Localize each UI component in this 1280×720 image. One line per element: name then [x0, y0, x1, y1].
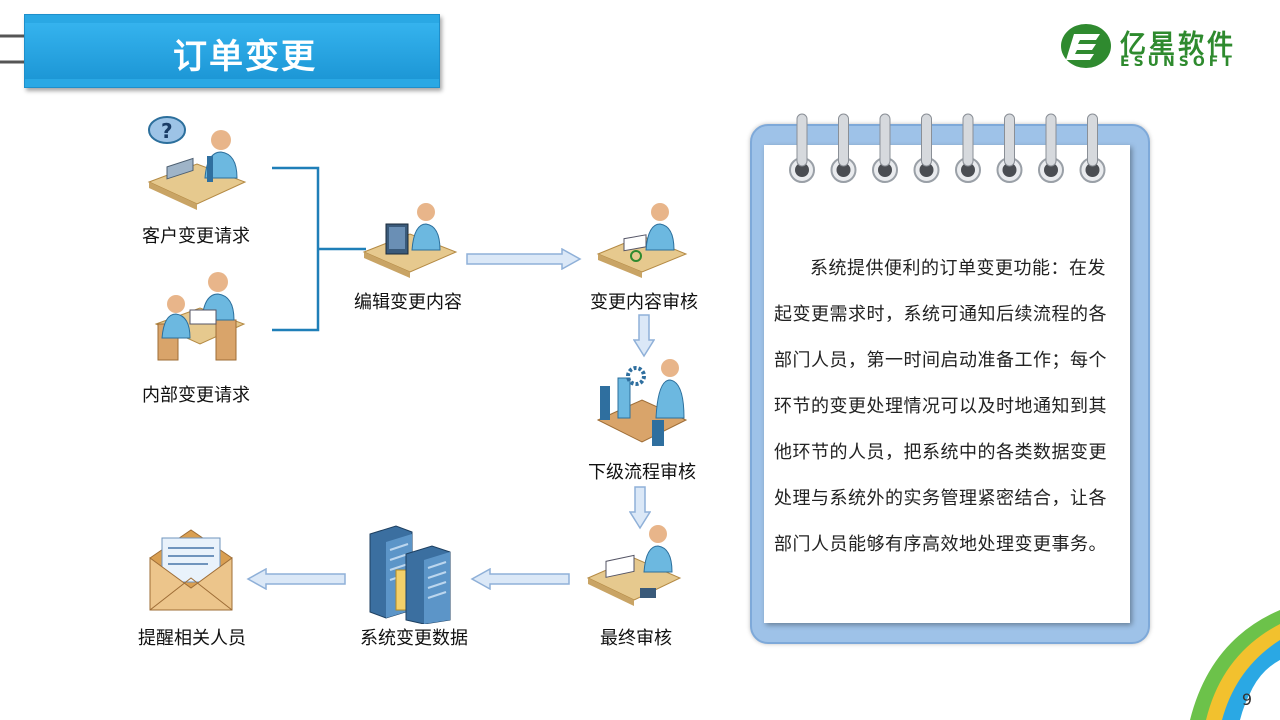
computer-workstation-icon: [362, 203, 458, 278]
spiral-ring: [796, 113, 808, 167]
spiral-ring: [838, 113, 849, 167]
notebook-page: [764, 145, 1130, 623]
merge-connector: [272, 166, 366, 332]
process-workflow-icon: [596, 359, 688, 446]
svg-text:?: ?: [161, 119, 173, 143]
company-logo: 亿星软件 ESUNSOFT: [1060, 22, 1260, 74]
customer-phone-desk-icon: ?: [147, 116, 247, 210]
arrow-down-2: [629, 486, 651, 530]
arrow-left-2: [246, 568, 346, 590]
spiral-ring: [1004, 113, 1015, 167]
esunsoft-logo-icon: [1061, 24, 1111, 68]
flow-label-edit-content: 编辑变更内容: [354, 292, 462, 313]
spiral-binding-icon: [789, 113, 1106, 183]
server-database-icon: [369, 525, 451, 624]
flow-label-system-data: 系统变更数据: [360, 628, 468, 649]
page-title: 订单变更: [173, 37, 317, 77]
flow-label-internal-request: 内部变更请求: [142, 385, 250, 406]
arrow-down-1: [633, 314, 655, 358]
flow-label-final-review: 最终审核: [600, 628, 672, 649]
flow-label-subordinate-review: 下级流程审核: [588, 462, 696, 483]
flow-label-notify-personnel: 提醒相关人员: [138, 628, 246, 649]
arrow-left-1: [470, 568, 570, 590]
spiral-ring: [962, 113, 974, 167]
spiral-ring: [1045, 113, 1057, 167]
spiral-ring: [921, 113, 932, 167]
envelope-mail-icon: [149, 529, 233, 611]
logo-name-cn: 亿星软件: [1120, 30, 1237, 60]
spiral-ring: [1087, 113, 1098, 167]
review-document-desk-icon: [596, 203, 688, 278]
logo-name-en: ESUNSOFT: [1120, 54, 1236, 70]
flow-label-customer-request: 客户变更请求: [142, 226, 250, 247]
title-banner: 订单变更: [24, 14, 440, 88]
internal-office-desk-icon: [154, 272, 246, 361]
decorative-swoosh-icon: [1190, 610, 1280, 720]
page-number: 9: [1241, 690, 1252, 709]
arrow-right-1: [466, 248, 582, 270]
spiral-ring: [879, 113, 891, 167]
flow-label-content-review: 变更内容审核: [590, 292, 698, 313]
final-approval-desk-icon: [586, 525, 682, 606]
note-description: 系统提供便利的订单变更功能：在发起变更需求时，系统可通知后续流程的各部门人员，第…: [774, 258, 1107, 555]
